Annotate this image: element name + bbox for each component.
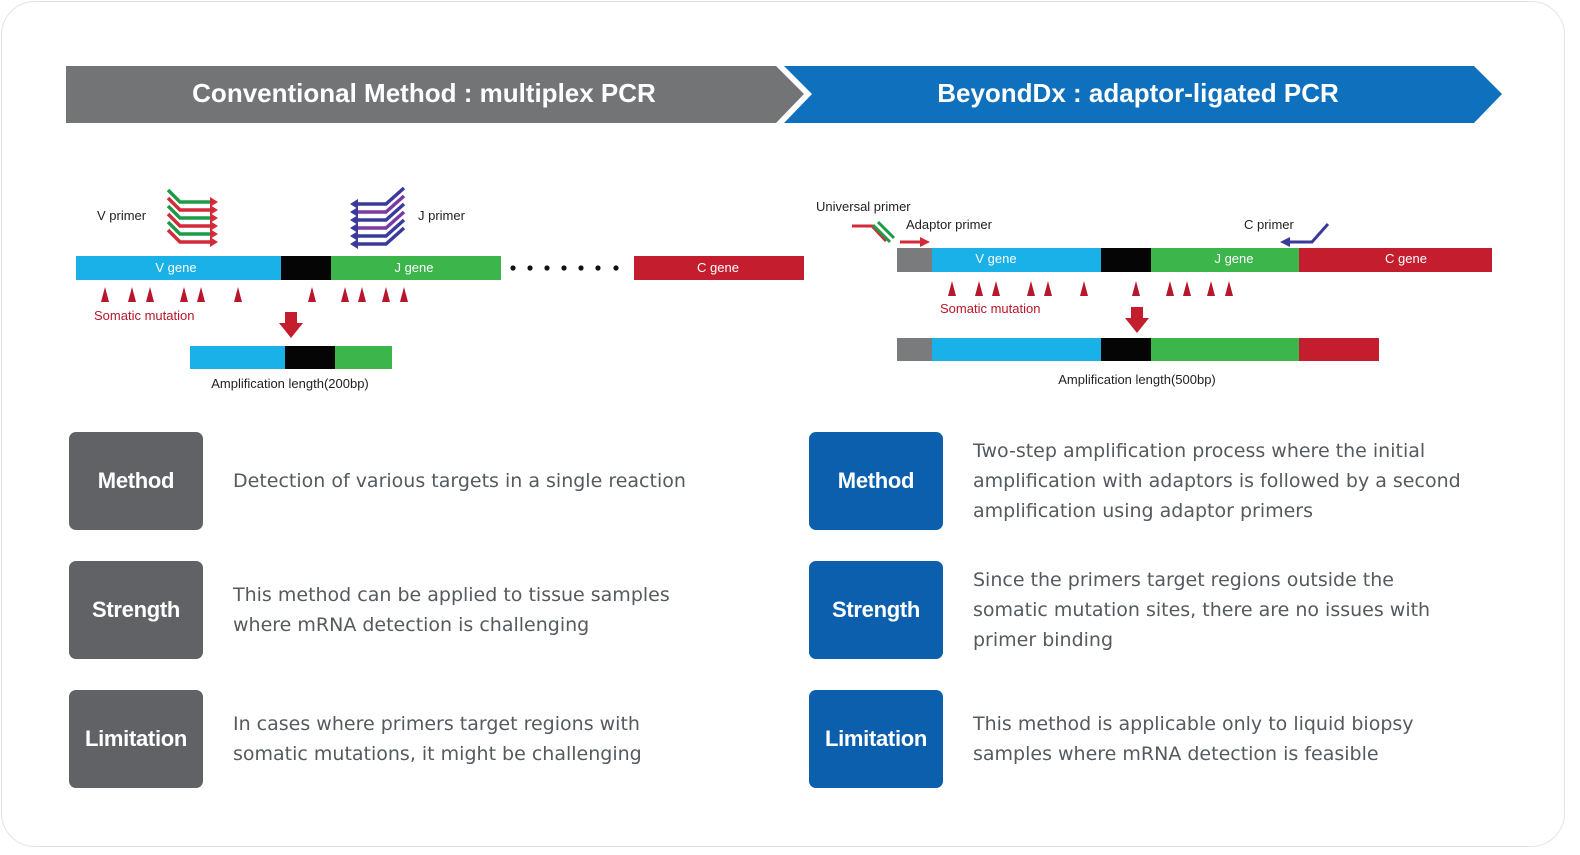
right-strength-text: Since the primers target regions outside… xyxy=(973,561,1473,659)
universal-primer-icon xyxy=(852,220,896,244)
left-strength-badge: Strength xyxy=(69,561,203,659)
right-v-gene-segment xyxy=(932,248,1101,272)
ellipsis-dots xyxy=(510,265,619,271)
left-limitation-badge: Limitation xyxy=(69,690,203,788)
header-beyonddx: BeyondDx : adaptor-ligated PCR xyxy=(937,78,1339,108)
right-adaptor-segment xyxy=(897,248,932,272)
right-amplicon-cdr3 xyxy=(1101,338,1151,361)
right-somatic-mutation-label: Somatic mutation xyxy=(940,301,1040,316)
v-primer-icon xyxy=(166,188,218,247)
left-method-text: Detection of various targets in a single… xyxy=(233,432,753,530)
left-somatic-mutation-label: Somatic mutation xyxy=(94,308,194,323)
right-c-gene-label: C gene xyxy=(1385,251,1427,266)
diagram: Conventional Method : multiplex PCR Beyo… xyxy=(66,66,1502,391)
c-primer-icon xyxy=(1280,223,1330,247)
right-limitation-text: This method is applicable only to liquid… xyxy=(973,690,1443,788)
right-down-arrow-icon xyxy=(1125,307,1149,333)
left-c-gene-label: C gene xyxy=(697,260,739,275)
left-method-badge: Method xyxy=(69,432,203,530)
left-amplification-label: Amplification length(200bp) xyxy=(211,376,369,391)
right-method-description: Two-step amplification process where the… xyxy=(973,440,1461,522)
right-method-text: Two-step amplification process where the… xyxy=(973,432,1513,530)
left-amplicon-j xyxy=(335,346,392,369)
left-j-gene-label: J gene xyxy=(394,260,433,275)
right-j-gene-label: J gene xyxy=(1214,251,1253,266)
left-cdr3-segment xyxy=(281,256,331,280)
left-j-gene-segment xyxy=(331,256,501,280)
left-mutation-markers xyxy=(101,287,408,302)
left-method-description: Detection of various targets in a single… xyxy=(233,470,686,492)
left-strength-description: This method can be applied to tissue sam… xyxy=(233,584,670,636)
right-j-gene-segment xyxy=(1151,248,1299,272)
right-cdr3-segment xyxy=(1101,248,1151,272)
left-v-gene-segment xyxy=(76,256,281,280)
right-amplification-label: Amplification length(500bp) xyxy=(1058,372,1216,387)
universal-primer-label: Universal primer xyxy=(816,199,911,214)
adaptor-primer-icon xyxy=(900,237,930,247)
j-primer-label: J primer xyxy=(418,208,466,223)
v-primer-label: V primer xyxy=(97,208,147,223)
left-amplicon-v xyxy=(190,346,285,369)
right-limitation-badge: Limitation xyxy=(809,690,943,788)
right-c-gene-segment xyxy=(1299,248,1492,272)
header-beyonddx-bg xyxy=(784,66,1502,123)
card-frame xyxy=(1,1,1565,847)
left-down-arrow-icon xyxy=(279,312,303,338)
left-limitation-text: In cases where primers target regions wi… xyxy=(233,690,683,788)
right-strength-description: Since the primers target regions outside… xyxy=(973,569,1431,651)
right-v-gene-label: V gene xyxy=(975,251,1016,266)
right-amplicon-adaptor xyxy=(897,338,932,361)
right-amplicon-v xyxy=(932,338,1101,361)
c-primer-label: C primer xyxy=(1244,217,1295,232)
right-method-badge: Method xyxy=(809,432,943,530)
left-c-gene-segment xyxy=(634,256,804,280)
adaptor-primer-label: Adaptor primer xyxy=(906,217,993,232)
right-amplicon-j xyxy=(1151,338,1299,361)
right-amplicon-c xyxy=(1299,338,1379,361)
right-strength-badge: Strength xyxy=(809,561,943,659)
header-conventional: Conventional Method : multiplex PCR xyxy=(192,78,656,108)
left-amplicon-cdr3 xyxy=(285,346,335,369)
right-limitation-description: This method is applicable only to liquid… xyxy=(973,713,1414,765)
left-limitation-description: In cases where primers target regions wi… xyxy=(233,713,642,765)
left-v-gene-label: V gene xyxy=(155,260,196,275)
j-primer-icon xyxy=(350,186,406,249)
right-mutation-markers xyxy=(948,281,1233,296)
header-conventional-bg xyxy=(66,66,804,123)
left-strength-text: This method can be applied to tissue sam… xyxy=(233,561,713,659)
